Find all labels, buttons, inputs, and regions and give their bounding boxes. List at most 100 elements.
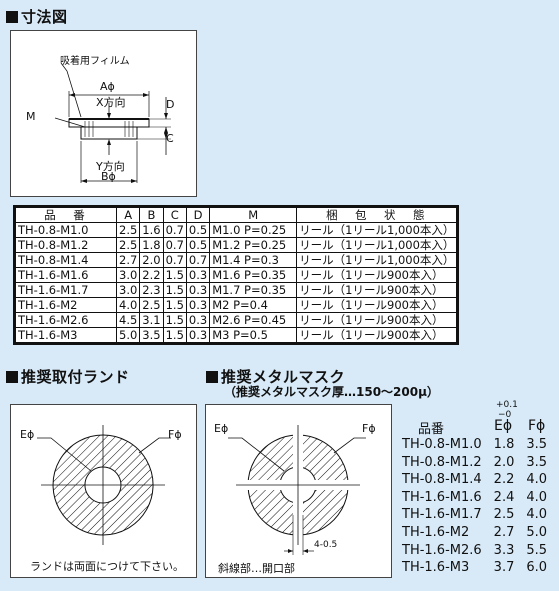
spec-cell: 0.3 [185,267,211,283]
land-note: ランドは両面につけて下さい。 [30,560,184,573]
dimension-drawing-svg [54,62,171,183]
spec-cell: TH-1.6-M3 [14,327,117,344]
dimension-drawing [10,30,197,197]
spec-cell: TH-0.8-M1.0 [14,222,117,238]
land-size-cell: TH-1.6-M1.7 [402,507,482,523]
land-drawing-svg [37,425,171,545]
spec-cell: 1.8 [139,237,164,253]
section-title-dimension: 寸法図 [6,6,68,27]
tolerance-minus: −0 [498,410,512,420]
spec-cell: TH-0.8-M1.2 [14,237,117,253]
spec-cell: 2.5 [115,237,141,253]
spec-cell: 2.0 [139,252,164,268]
land-size-cell: 3.3 [493,542,515,558]
spec-cell: リール（1リール900本入） [296,267,459,283]
mask-note: 斜線部…開口部 [218,562,295,575]
spec-cell: 2.3 [139,282,164,298]
land-size-cell: 2.0 [493,454,515,470]
spec-cell: 0.7 [162,252,187,268]
land-e-label: Eϕ [20,428,35,441]
spec-cell: 3.0 [115,282,141,298]
thread-lines [84,121,134,137]
land-size-cell: 2.7 [493,524,515,540]
part-shank [80,126,138,140]
spec-header-cell: 品 番 [14,206,117,223]
spec-cell: 5.0 [115,327,141,344]
spec-header-cell: A [115,206,141,223]
spec-cell: TH-1.6-M2 [14,297,117,313]
d-label: D [166,98,175,111]
spec-cell: 2.2 [139,267,164,283]
spec-header-cell: M [209,206,298,223]
x-direction-label: X方向 [96,96,126,109]
right-header-e: Eϕ [494,418,513,434]
mask-thickness-note: （推奨メタルマスク厚…150〜200μ） [224,385,439,399]
spec-table-header: 品 番 A B C D M 梱 包 状 態 [14,206,459,223]
spec-cell: 0.7 [185,252,211,268]
section-title-mask: 推奨メタルマスク [206,366,345,387]
spec-cell: リール（1リール1,000本入） [296,222,459,238]
spec-cell: 4.5 [115,312,141,328]
spec-cell: TH-0.8-M1.4 [14,252,117,268]
land-size-cell: 2.5 [493,507,515,523]
spec-cell: M2.6 P=0.45 [209,312,298,328]
land-size-cell: 6.0 [526,560,548,576]
land-size-cell: 3.7 [493,560,515,576]
land-size-cell: 3.5 [526,437,548,452]
spec-header-cell: 梱 包 状 態 [296,206,459,223]
mask-f-label: Fϕ [362,422,376,435]
tolerance-plus: +0.1 [496,400,518,410]
land-f-label: Fϕ [168,428,182,441]
m-label: M [26,110,36,123]
spec-cell: M1.4 P=0.3 [209,252,298,268]
spec-cell: リール（1リール900本入） [296,282,459,298]
spec-cell: 1.5 [162,282,187,298]
land-size-cell: TH-1.6-M2 [402,524,470,540]
spec-header-cell: B [139,206,164,223]
spec-cell: 2.5 [115,222,141,238]
spec-cell: 0.3 [185,297,211,313]
land-size-cell: 5.0 [526,524,548,540]
dim-b-label: Bϕ [101,170,116,183]
spec-cell: 0.3 [185,327,211,344]
section-title-land: 推奨取付ランド [6,366,130,387]
mask-gap-label: 4-0.5 [314,540,338,550]
spec-cell: 3.5 [139,327,164,344]
y-direction-label: Y方向 [96,160,125,173]
spec-header-cell: D [185,206,211,223]
spec-cell: 1.6 [139,222,164,238]
mask-ring [247,434,349,536]
spec-cell: 0.3 [185,282,211,298]
land-e-leader [37,437,92,472]
spec-cell: 0.5 [185,237,211,253]
dim-a-label: Aϕ [100,80,115,93]
land-size-cell: TH-1.6-M1.6 [402,489,482,505]
spec-header-cell: C [162,206,187,223]
spec-cell: M1.0 P=0.25 [209,222,298,238]
land-size-cell: TH-1.6-M2.6 [402,542,482,558]
spec-cell: 3.0 [115,267,141,283]
mask-e-leader [228,437,285,472]
mask-e-label: Eϕ [214,422,229,435]
spec-cell: リール（1リール1,000本入） [296,237,459,253]
spec-cell: 1.5 [162,267,187,283]
land-size-cell: 2.2 [493,472,515,488]
land-size-cell: 3.5 [526,454,548,470]
spec-cell: リール（1リール1,000本入） [296,252,459,268]
spec-cell: リール（1リール900本入） [296,297,459,313]
mask-drawing [205,404,392,578]
